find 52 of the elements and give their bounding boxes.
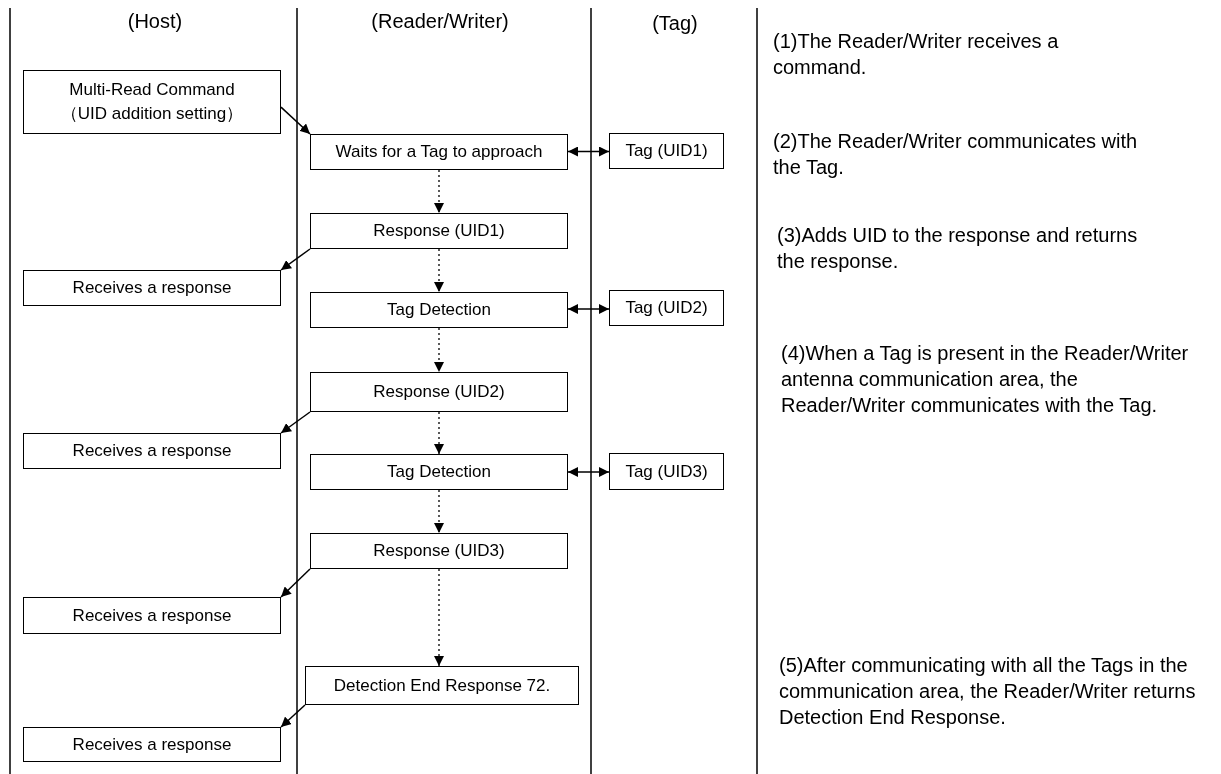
process-box — [609, 290, 724, 326]
process-box — [310, 533, 568, 569]
box-text: Tag (UID2) — [625, 297, 708, 319]
step-note: (4)When a Tag is present in the Reader/Writer antenna communication area, the Reader/Writer communicates with the Tag. — [781, 341, 1190, 418]
arrow — [434, 169, 444, 214]
arrow — [280, 248, 311, 271]
step-note: (1)The Reader/Writer receives a command. — [773, 29, 1060, 80]
box-text: Receives a response — [72, 440, 232, 462]
step-note: (3)Adds UID to the response and returns the response. — [777, 223, 1139, 274]
step-note: (2)The Reader/Writer communicates with the Tag. — [773, 129, 1139, 180]
arrow — [434, 327, 444, 373]
arrow — [280, 704, 306, 728]
box-text: Tag Detection — [387, 461, 491, 483]
arrow — [280, 568, 311, 598]
box-text: Response (UID1) — [373, 220, 505, 242]
box-text: Multi-Read Command （UID addition setting） — [59, 79, 245, 125]
arrow — [434, 248, 444, 293]
arrow — [434, 568, 444, 667]
process-box — [310, 372, 568, 412]
process-box — [305, 666, 579, 705]
box-text: Detection End Response 72. — [333, 674, 551, 697]
process-box — [310, 292, 568, 328]
box-text: Receives a response — [72, 604, 232, 627]
process-box — [310, 213, 568, 249]
process-box — [609, 133, 724, 169]
box-text: Response (UID2) — [373, 381, 505, 403]
lane-heading: (Reader/Writer) — [370, 10, 510, 33]
arrow — [280, 411, 311, 434]
arrow — [434, 411, 444, 455]
arrow — [567, 467, 610, 477]
box-text: Response (UID3) — [373, 540, 505, 562]
process-box — [23, 270, 281, 306]
box-text: Receives a response — [72, 277, 232, 299]
process-box — [310, 134, 568, 170]
arrow — [567, 304, 610, 314]
box-text: Waits for a Tag to approach — [335, 141, 543, 163]
box-text: Tag Detection — [387, 299, 491, 321]
process-box — [23, 727, 281, 762]
process-box — [23, 70, 281, 134]
box-text: Tag (UID1) — [625, 140, 708, 162]
box-text: Receives a response — [72, 733, 232, 756]
lane-heading: (Host) — [126, 10, 184, 33]
process-box — [609, 453, 724, 490]
process-box — [310, 454, 568, 490]
process-box — [23, 597, 281, 634]
step-note: (5)After communicating with all the Tags in the communication area, the Reader/Writer returns Detection End Response. — [779, 653, 1197, 730]
process-box — [23, 433, 281, 469]
arrow — [280, 106, 311, 135]
lane-heading: (Tag) — [651, 12, 699, 35]
arrow — [567, 146, 610, 157]
box-text: Tag (UID3) — [625, 460, 708, 483]
arrow — [434, 489, 444, 534]
